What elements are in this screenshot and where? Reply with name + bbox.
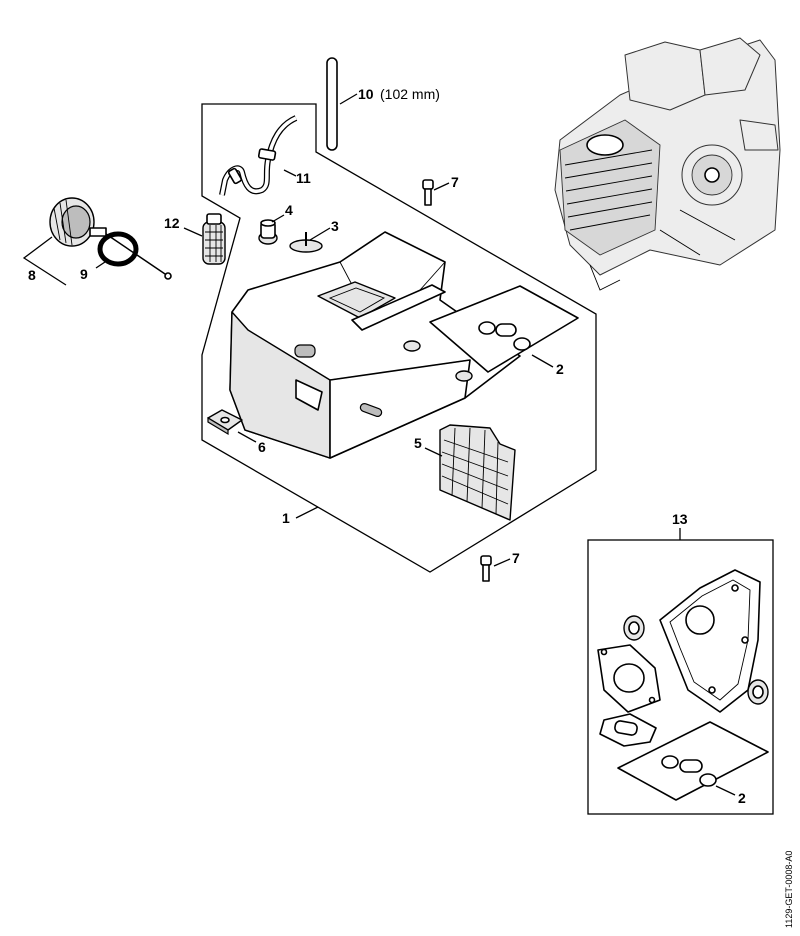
part-1-tank-housing [229, 231, 521, 459]
engine-illustration [554, 37, 781, 291]
part-3-valve [289, 227, 331, 253]
label-13: 13 [672, 511, 688, 527]
part-7-screw-top [422, 179, 450, 206]
label-2-upper: 2 [556, 361, 564, 377]
label-10: 10 [358, 86, 374, 102]
bracket-8 [22, 236, 67, 286]
label-7-bottom: 7 [512, 550, 520, 566]
label-5: 5 [414, 435, 422, 451]
part-13-gasket-set [597, 569, 769, 801]
label-2-lower: 2 [738, 790, 746, 806]
label-4: 4 [285, 202, 293, 218]
part-5-heat-shield [424, 424, 516, 521]
label-8: 8 [28, 267, 36, 283]
label-6: 6 [258, 439, 266, 455]
part-4-grommet [258, 214, 285, 245]
part-12-filter [183, 213, 226, 265]
part-7-screw-bottom [480, 555, 511, 582]
part-11-pickup-hose [219, 115, 298, 196]
part-2-gasket-upper [429, 285, 579, 373]
label-11: 11 [296, 170, 311, 186]
part-6-nut [207, 409, 257, 443]
part-9-seal-ring [95, 231, 139, 269]
label-12: 12 [164, 215, 180, 231]
label-1: 1 [282, 510, 290, 526]
label-3: 3 [331, 218, 339, 234]
part-10-hose [326, 57, 358, 151]
assembly-1-outline [201, 103, 597, 573]
label-10-note: (102 mm) [380, 86, 440, 102]
reference-code: 1129-GET-0008-A0 [784, 851, 794, 928]
label-9: 9 [80, 266, 88, 282]
part-8-tank-cap [49, 197, 172, 280]
label-7-top: 7 [451, 174, 459, 190]
